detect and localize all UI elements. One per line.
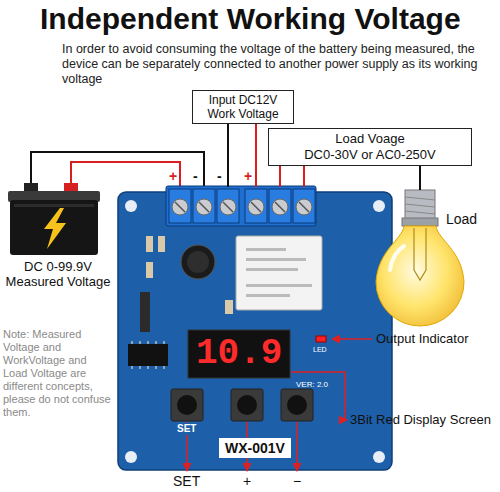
board-marking: LED [313, 345, 327, 354]
button-label: SET [173, 473, 200, 490]
battery-wire [71, 162, 180, 187]
polarity-mark: - [217, 168, 222, 185]
leader-line [332, 338, 372, 340]
label-box: Load VoageDC0-30V or AC0-250V [268, 128, 472, 166]
circuit-board [118, 186, 392, 470]
leader-line [291, 372, 347, 420]
polarity-mark: + [244, 168, 252, 185]
polarity-mark: + [169, 168, 177, 185]
callout-label: Output Indicator [376, 331, 469, 347]
intro-text: In order to avoid consuming the voltage … [62, 42, 482, 87]
note-text: Note: Measured Voltage and WorkVoltage a… [3, 328, 113, 419]
load-wire [419, 166, 421, 190]
title-text: Independent Working Voltage [40, 1, 461, 37]
load-wire [279, 166, 281, 187]
board-marking: SET [175, 423, 198, 435]
callout-label: 3Bit Red Display Screen [350, 412, 491, 428]
box-text: Load Voage [275, 131, 465, 147]
load-wire [303, 166, 305, 187]
power-wire [255, 124, 257, 187]
leader-line [296, 422, 298, 471]
button-label: − [293, 473, 301, 490]
load-label: Load [446, 211, 477, 228]
measured-voltage-label: DC 0-99.9V Measured Voltage [2, 259, 114, 289]
battery [8, 183, 100, 255]
polarity-mark: - [193, 168, 198, 185]
display-digits: 10.9 [196, 332, 282, 376]
model-label: WX-001V [219, 438, 291, 458]
board-marking: VER: 2.0 [296, 380, 328, 390]
power-wire [227, 124, 229, 187]
light-bulb [376, 190, 464, 326]
label-box: Input DC12V Work Voltage [192, 90, 294, 124]
box-text: Input DC12V Work Voltage [199, 93, 287, 121]
battery-wire [31, 152, 204, 187]
box-text: DC0-30V or AC0-250V [275, 147, 465, 163]
button-label: + [243, 473, 251, 490]
